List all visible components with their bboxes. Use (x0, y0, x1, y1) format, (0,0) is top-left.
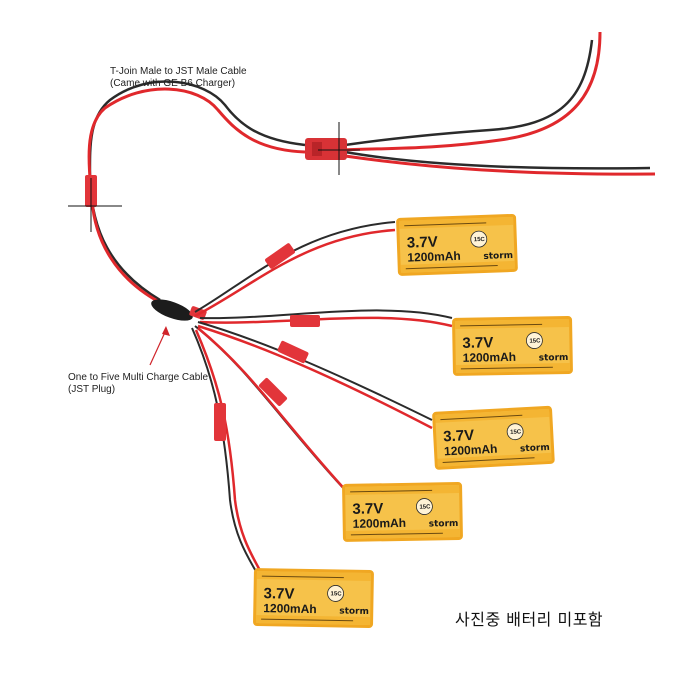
battery-rate: 15C (419, 504, 431, 510)
battery-1: 3.7V 1200mAh 15C storm (395, 213, 519, 277)
branch-wires (191, 221, 453, 579)
battery-5: 3.7V 1200mAh 15C storm (252, 567, 375, 629)
input-lead-wires (344, 31, 656, 176)
battery-3: 3.7V 1200mAh 15C storm (431, 405, 556, 471)
multi-label-line2: (JST Plug) (68, 384, 116, 395)
battery-rate: 15C (474, 237, 486, 243)
battery-capacity: 1200mAh (463, 350, 517, 365)
multi-label-line1: One to Five Multi Charge Cable (68, 372, 209, 383)
battery-brand: storm (539, 353, 569, 364)
battery-rate: 15C (330, 591, 342, 597)
battery-capacity: 1200mAh (444, 442, 498, 459)
splitter-hub (151, 299, 207, 321)
caption-battery-not-included: 사진중 배터리 미포함 (455, 610, 604, 629)
battery-2: 3.7V 1200mAh 15C storm (451, 315, 574, 377)
battery-brand: storm (339, 606, 369, 617)
battery-rate: 15C (529, 338, 541, 344)
multi-cable-arrow (149, 326, 170, 366)
battery-voltage: 3.7V (462, 334, 493, 352)
battery-rate: 15C (510, 429, 522, 436)
t-join-cable-label: T-Join Male to JST Male Cable (Came with… (110, 66, 247, 90)
t-join-cable (68, 80, 306, 307)
t-join-label-line2: (Came with GE B6 Charger) (110, 78, 236, 89)
battery-4: 3.7V 1200mAh 15C storm (341, 481, 464, 543)
battery-brand: storm (483, 251, 513, 262)
battery-capacity: 1200mAh (407, 249, 461, 265)
battery-capacity: 1200mAh (263, 601, 317, 616)
battery-voltage: 3.7V (443, 427, 475, 446)
battery-voltage: 3.7V (407, 234, 438, 252)
t-join-connector (305, 122, 360, 175)
battery-voltage: 3.7V (352, 500, 383, 518)
battery-voltage: 3.7V (263, 585, 294, 603)
battery-brand: storm (520, 443, 550, 455)
multi-charge-cable-label: One to Five Multi Charge Cable (JST Plug… (68, 372, 208, 396)
t-join-label-line1: T-Join Male to JST Male Cable (110, 66, 247, 77)
battery-brand: storm (429, 519, 459, 530)
battery-capacity: 1200mAh (353, 516, 407, 531)
